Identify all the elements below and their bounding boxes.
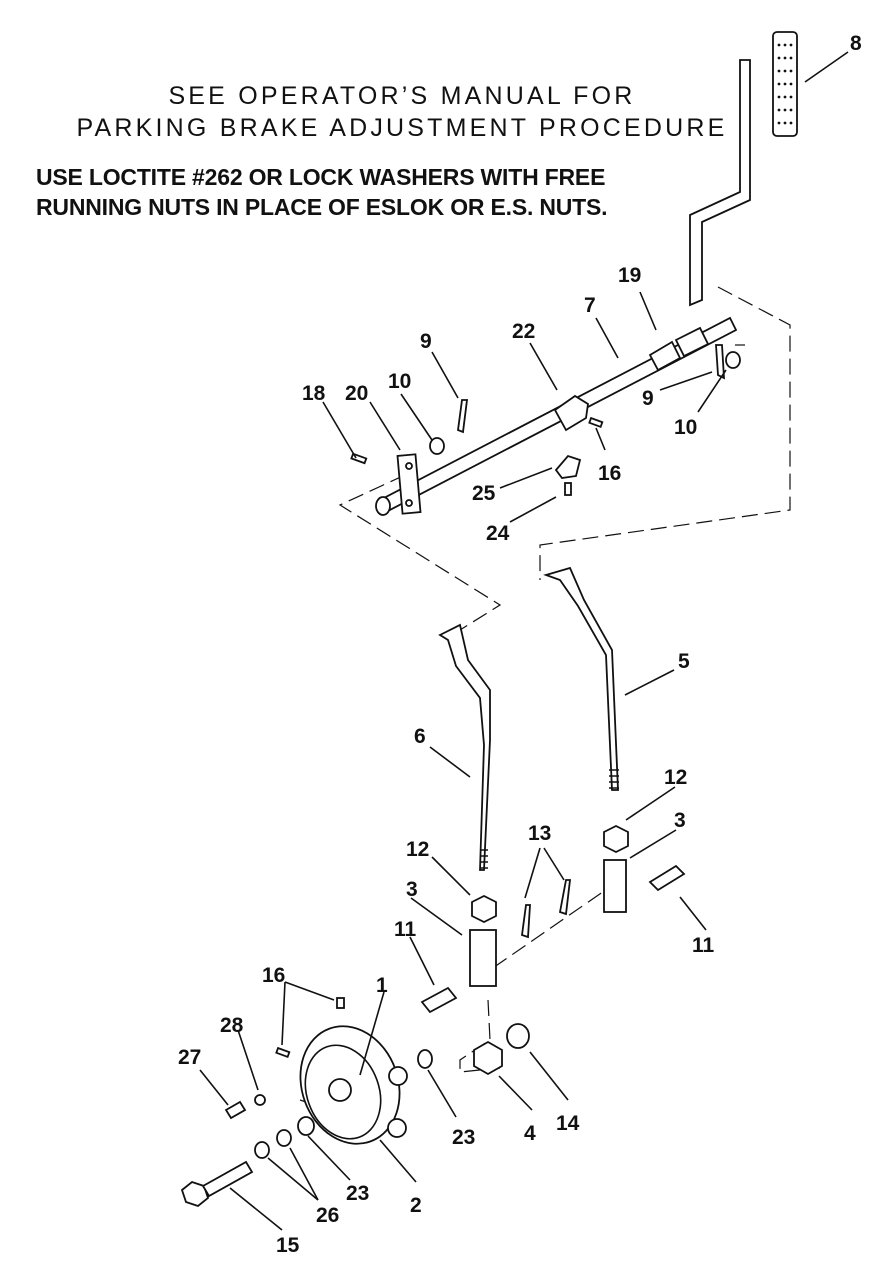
cotter-pin-left [457, 399, 469, 434]
callout-4: 4 [524, 1122, 536, 1145]
lock-nut [473, 1040, 503, 1076]
manual-note: SEE OPERATOR’S MANUAL FOR PARKING BRAKE … [52, 80, 752, 144]
cotter-pin-right [715, 344, 725, 380]
yoke-right [603, 859, 627, 913]
washer-26a [254, 1141, 270, 1159]
callout-5: 5 [678, 650, 690, 673]
cotter-pin-b [558, 879, 572, 916]
loctite-note-line-2: RUNNING NUTS IN PLACE OF ESLOK OR E.S. N… [36, 194, 608, 220]
callout-3-right: 3 [674, 809, 686, 832]
callout-7: 7 [584, 294, 596, 317]
hex-bolt-head [180, 1180, 210, 1208]
brake-band-assembly [180, 997, 530, 1208]
callout-6: 6 [414, 725, 426, 748]
leader-lines [199, 51, 849, 1231]
washer-26b [276, 1129, 292, 1147]
callout-10-left: 10 [388, 370, 411, 393]
band-end-upper [388, 1066, 408, 1086]
set-screw [588, 416, 604, 429]
jam-nut-right [603, 824, 629, 854]
callout-16-bottom: 16 [262, 964, 285, 987]
callout-16-top: 16 [598, 462, 621, 485]
jam-nut-left [471, 894, 497, 924]
brake-rods [438, 566, 619, 871]
callout-23-right: 23 [452, 1126, 475, 1149]
callout-25: 25 [472, 482, 496, 505]
washer-right [725, 351, 741, 369]
callout-27: 27 [178, 1046, 201, 1069]
callout-26: 26 [316, 1204, 339, 1227]
linkage-hardware [420, 824, 686, 1014]
pedal-lever [689, 59, 751, 307]
brake-rod-right [543, 566, 619, 791]
callout-9-right: 9 [642, 387, 654, 410]
callout-8: 8 [850, 32, 862, 55]
band-end-lower [387, 1118, 407, 1138]
pedal-pad-texture [777, 43, 793, 125]
screw-27 [224, 1100, 247, 1120]
brake-arm-clamp [554, 454, 582, 479]
callout-23-left: 23 [346, 1182, 369, 1205]
set-screw-lower [275, 1046, 291, 1059]
loctite-note-line-1: USE LOCTITE #262 OR LOCK WASHERS WITH FR… [36, 164, 606, 190]
flat-washer [506, 1023, 530, 1049]
callout-12-left: 12 [406, 838, 429, 861]
washer-left [429, 437, 445, 455]
spacer-washer [417, 1049, 433, 1069]
brake-rod-left [438, 623, 491, 871]
callout-20: 20 [345, 382, 368, 405]
shaft-bracket [396, 453, 422, 515]
drum-hub [328, 1078, 352, 1102]
yoke-left [469, 929, 497, 987]
clevis-pin-left [420, 986, 458, 1014]
callout-labels: 8 19 7 22 9 10 18 20 9 10 16 25 24 5 6 1… [178, 32, 862, 1257]
assembly-reference-lines [299, 286, 791, 1123]
callout-11-left: 11 [394, 918, 417, 941]
loctite-note: USE LOCTITE #262 OR LOCK WASHERS WITH FR… [36, 162, 608, 222]
callout-1: 1 [376, 974, 388, 997]
set-screw-upper [336, 997, 345, 1009]
callout-13: 13 [528, 822, 551, 845]
callout-15: 15 [276, 1234, 300, 1257]
cross-shaft-assembly [350, 316, 741, 516]
callout-22: 22 [512, 320, 535, 343]
clamp-screw [564, 482, 572, 496]
callout-28: 28 [220, 1014, 244, 1037]
clevis-pin-right [648, 864, 686, 892]
callout-12-right: 12 [664, 766, 687, 789]
cotter-pin-a [521, 904, 531, 939]
hex-bolt-shank [201, 1160, 254, 1198]
shaft-collar [553, 394, 589, 432]
manual-note-line-1: SEE OPERATOR’S MANUAL FOR [168, 82, 636, 110]
brake-pedal [689, 31, 798, 307]
callout-10-right: 10 [674, 416, 697, 439]
callout-9-left: 9 [420, 330, 432, 353]
callout-19: 19 [618, 264, 641, 287]
washer-23 [297, 1116, 315, 1136]
callout-18: 18 [302, 382, 326, 405]
callout-2: 2 [410, 1194, 422, 1217]
shaft-bushing [648, 340, 682, 372]
callout-11-right: 11 [692, 934, 715, 957]
callout-3-left: 3 [406, 878, 418, 901]
callout-14: 14 [556, 1112, 580, 1135]
lock-washer-28 [254, 1094, 266, 1106]
callout-24: 24 [486, 522, 510, 545]
manual-note-line-2: PARKING BRAKE ADJUSTMENT PROCEDURE [76, 114, 728, 142]
